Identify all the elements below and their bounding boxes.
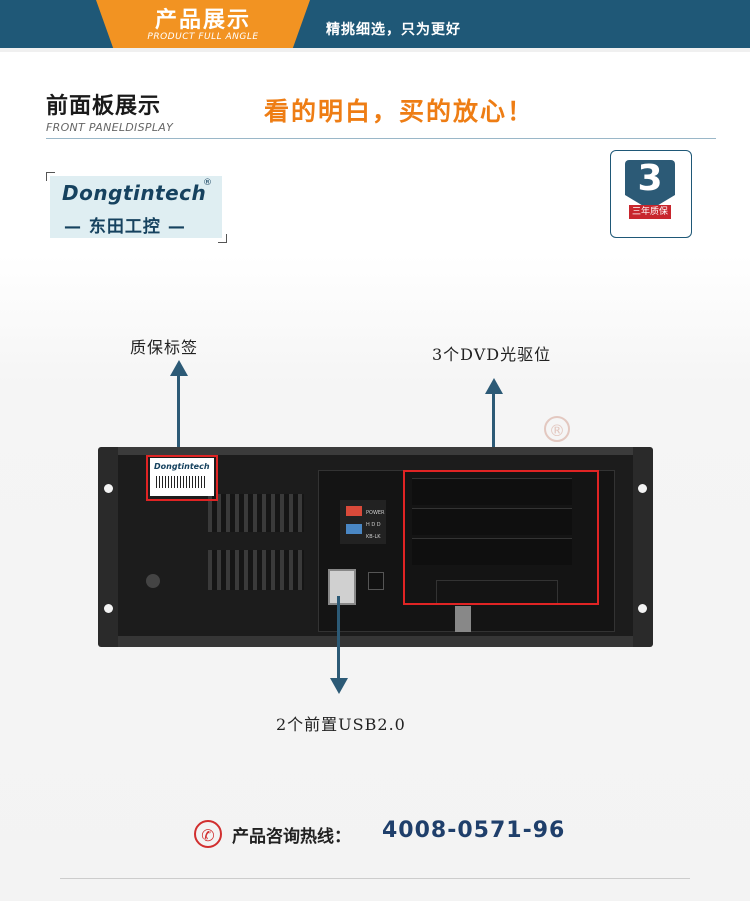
logo-brand-name: Dongtintech	[62, 181, 207, 205]
arrow-down-icon	[330, 678, 348, 694]
watermark-registered-icon: ®	[544, 416, 570, 442]
lock-icon	[146, 574, 160, 588]
rack-hole	[638, 604, 647, 613]
tab-title: 产品展示	[154, 8, 251, 33]
power-switch[interactable]	[368, 572, 384, 590]
hotline-label: 产品咨询热线：	[232, 827, 351, 847]
section-divider	[46, 138, 716, 139]
logo-chinese-name: — 东田工控 —	[64, 217, 186, 237]
chassis-bottom-edge	[118, 636, 633, 647]
callout-line-dvd	[492, 394, 495, 472]
logo-corner-tl	[46, 172, 55, 181]
callout-dvd-bays: 3个DVD光驱位	[432, 345, 552, 364]
kb-lock-label: KB-LK	[366, 534, 381, 540]
hotline-number[interactable]: 4008-0571-96	[382, 818, 566, 843]
section-slogan: 看的明白，买的放心！	[264, 97, 535, 126]
warranty-badge-label: 三年质保	[629, 205, 671, 219]
logo-registered-mark: ®	[203, 178, 212, 188]
highlight-warranty-label	[146, 455, 218, 501]
highlight-dvd-bays	[403, 470, 599, 605]
rack-hole	[104, 484, 113, 493]
callout-line-warranty	[177, 376, 180, 458]
vent-grille	[208, 550, 304, 590]
callout-line-usb	[337, 596, 340, 680]
chassis-top-edge	[118, 447, 633, 455]
section-subtitle: FRONT PANELDISPLAY	[46, 121, 174, 134]
sticker-brand: Dongtintech	[154, 462, 210, 471]
brand-logo	[50, 176, 222, 238]
header-divider	[0, 48, 750, 52]
arrow-up-icon	[170, 360, 188, 376]
hdd-led-label: H D D	[366, 522, 381, 528]
dvd-bay	[412, 508, 572, 535]
dvd-bay	[412, 478, 572, 505]
arrow-up-icon	[485, 378, 503, 394]
rack-hole	[638, 484, 647, 493]
section-title: 前面板展示	[46, 94, 162, 119]
tab-subtitle: PRODUCT FULL ANGLE	[147, 32, 259, 42]
dvd-bay	[412, 538, 572, 565]
footer-divider	[60, 878, 690, 879]
reset-button[interactable]	[346, 524, 362, 534]
vent-grille	[208, 494, 304, 532]
phone-icon: ✆	[194, 820, 222, 848]
warranty-years: 3	[637, 158, 663, 199]
door-latch	[455, 606, 471, 632]
logo-corner-br	[218, 234, 227, 243]
callout-warranty-label: 质保标签	[130, 338, 199, 357]
header-slogan: 精挑细选，只为更好	[326, 22, 461, 38]
section-tab	[96, 0, 310, 48]
power-button[interactable]	[346, 506, 362, 516]
callout-front-usb: 2个前置USB2.0	[276, 715, 406, 734]
usb-port-icon	[328, 569, 356, 605]
power-led-label: POWER	[366, 510, 385, 516]
rack-hole	[104, 604, 113, 613]
barcode	[156, 476, 206, 488]
